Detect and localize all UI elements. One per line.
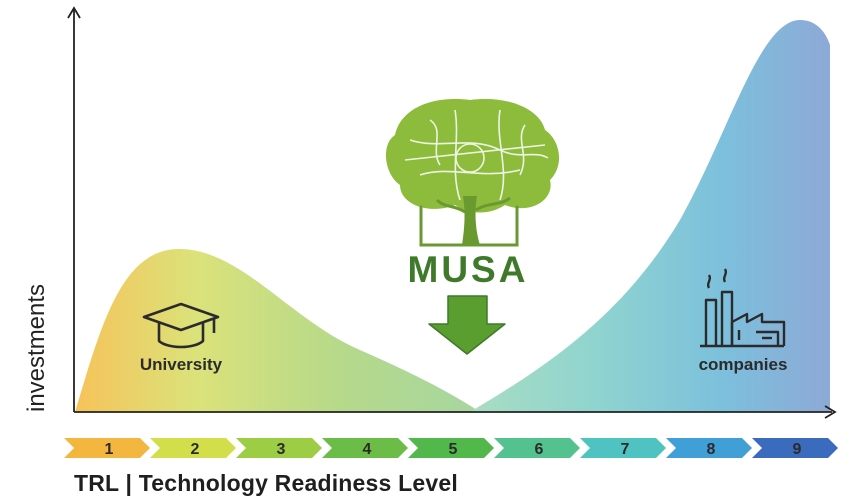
trl-level-label: 9 — [793, 441, 802, 458]
trl-level-label: 5 — [449, 441, 458, 458]
factory-icon — [700, 268, 786, 348]
trl-level-bar: 1 2 3 4 5 6 7 8 9 — [64, 438, 838, 458]
trl-chevron-9 — [752, 438, 838, 458]
trl-chevron-1 — [64, 438, 150, 458]
trl-chevron-3 — [236, 438, 322, 458]
companies-label: companies — [699, 355, 788, 374]
musa-logo-text: MUSA — [408, 249, 529, 290]
trl-chevron-2 — [150, 438, 236, 458]
trl-level-label: 7 — [621, 441, 630, 458]
trl-level-label: 1 — [105, 441, 114, 458]
trl-level-label: 4 — [363, 441, 372, 458]
trl-level-label: 8 — [707, 441, 716, 458]
trl-level-label: 3 — [277, 441, 286, 458]
trl-chevron-4 — [322, 438, 408, 458]
trl-title: TRL | Technology Readiness Level — [74, 470, 458, 496]
trl-level-label: 6 — [535, 441, 544, 458]
graduation-cap-icon — [142, 302, 220, 349]
x-axis — [74, 405, 837, 419]
university-curve — [75, 248, 480, 412]
tree-icon — [385, 99, 560, 247]
trl-chevron-6 — [494, 438, 580, 458]
trl-level-label: 2 — [191, 441, 200, 458]
university-label: University — [140, 355, 223, 374]
down-arrow-icon — [428, 295, 506, 355]
y-axis — [67, 6, 81, 412]
y-axis-label: investments — [23, 284, 50, 412]
trl-chevron-8 — [666, 438, 752, 458]
companies-curve — [470, 20, 830, 412]
trl-chevron-5 — [408, 438, 494, 458]
trl-chevron-7 — [580, 438, 666, 458]
